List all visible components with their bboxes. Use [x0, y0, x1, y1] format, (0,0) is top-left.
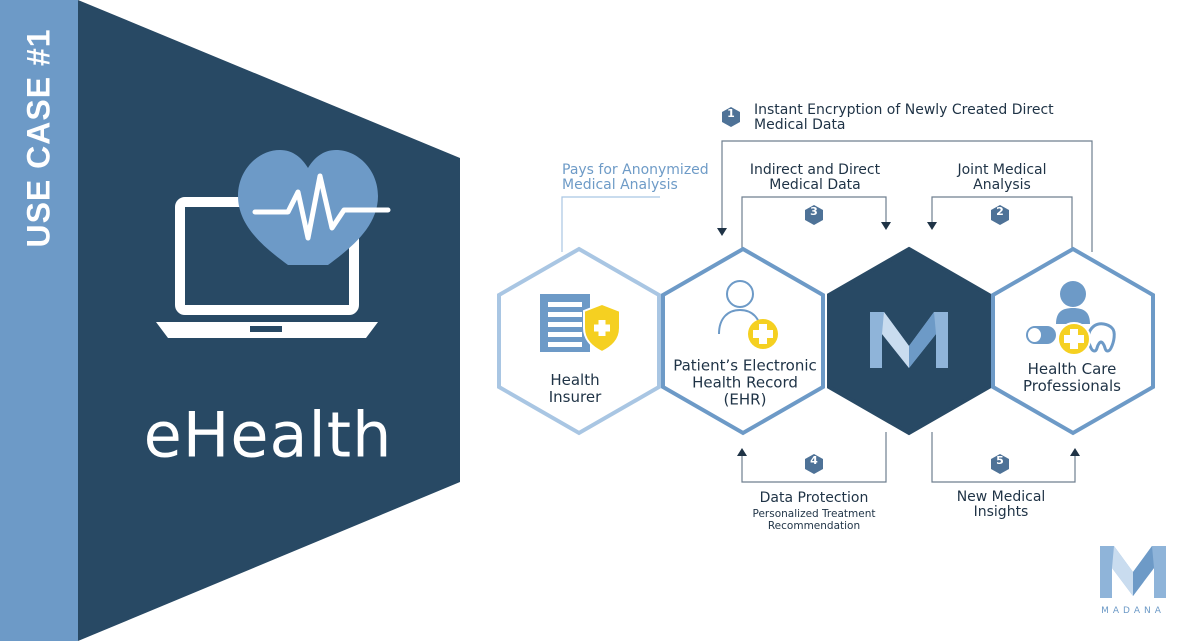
tooth-icon: [1086, 322, 1116, 353]
hex-professionals: [991, 246, 1155, 436]
step1-label: Instant Encryption of Newly Created Dire…: [754, 102, 1054, 133]
connector-step2: [931, 196, 1073, 252]
step4-label: Data Protection: [759, 490, 869, 506]
step-badge-4: 4: [805, 454, 823, 474]
brand-name: MADANA: [1101, 606, 1165, 616]
step-badge-5: 5: [991, 454, 1009, 474]
connector-step3: [741, 196, 887, 252]
connector-step1: [721, 140, 1093, 252]
hex-madana: [827, 246, 991, 436]
page-title: eHealth: [143, 398, 393, 472]
madana-logo-icon: [870, 312, 948, 368]
step-badge-3: 3: [805, 205, 823, 225]
step-badge-1: 1: [722, 107, 740, 127]
connector-step5: [931, 432, 1076, 483]
heart-icon: [238, 150, 378, 265]
heartbeat-icon: [252, 173, 391, 241]
arrow-down-icon: [927, 222, 937, 230]
hex-health-insurer: [497, 246, 661, 436]
arrow-up-icon: [1070, 448, 1080, 456]
hex-ehr: [661, 246, 825, 436]
step-badge-2: 2: [991, 205, 1009, 225]
arrow-down-icon: [881, 222, 891, 230]
madana-logo: [1100, 546, 1166, 598]
connector-pays: [561, 196, 660, 252]
laptop-heart-icon: [156, 150, 391, 338]
insurance-document-icon: [540, 294, 590, 352]
connector-step4: [741, 432, 887, 483]
use-case-stripe: USE CASE #1: [0, 0, 78, 641]
arrow-up-icon: [737, 448, 747, 456]
doctor-icon: [1056, 281, 1090, 324]
arrow-down-icon: [717, 228, 727, 236]
